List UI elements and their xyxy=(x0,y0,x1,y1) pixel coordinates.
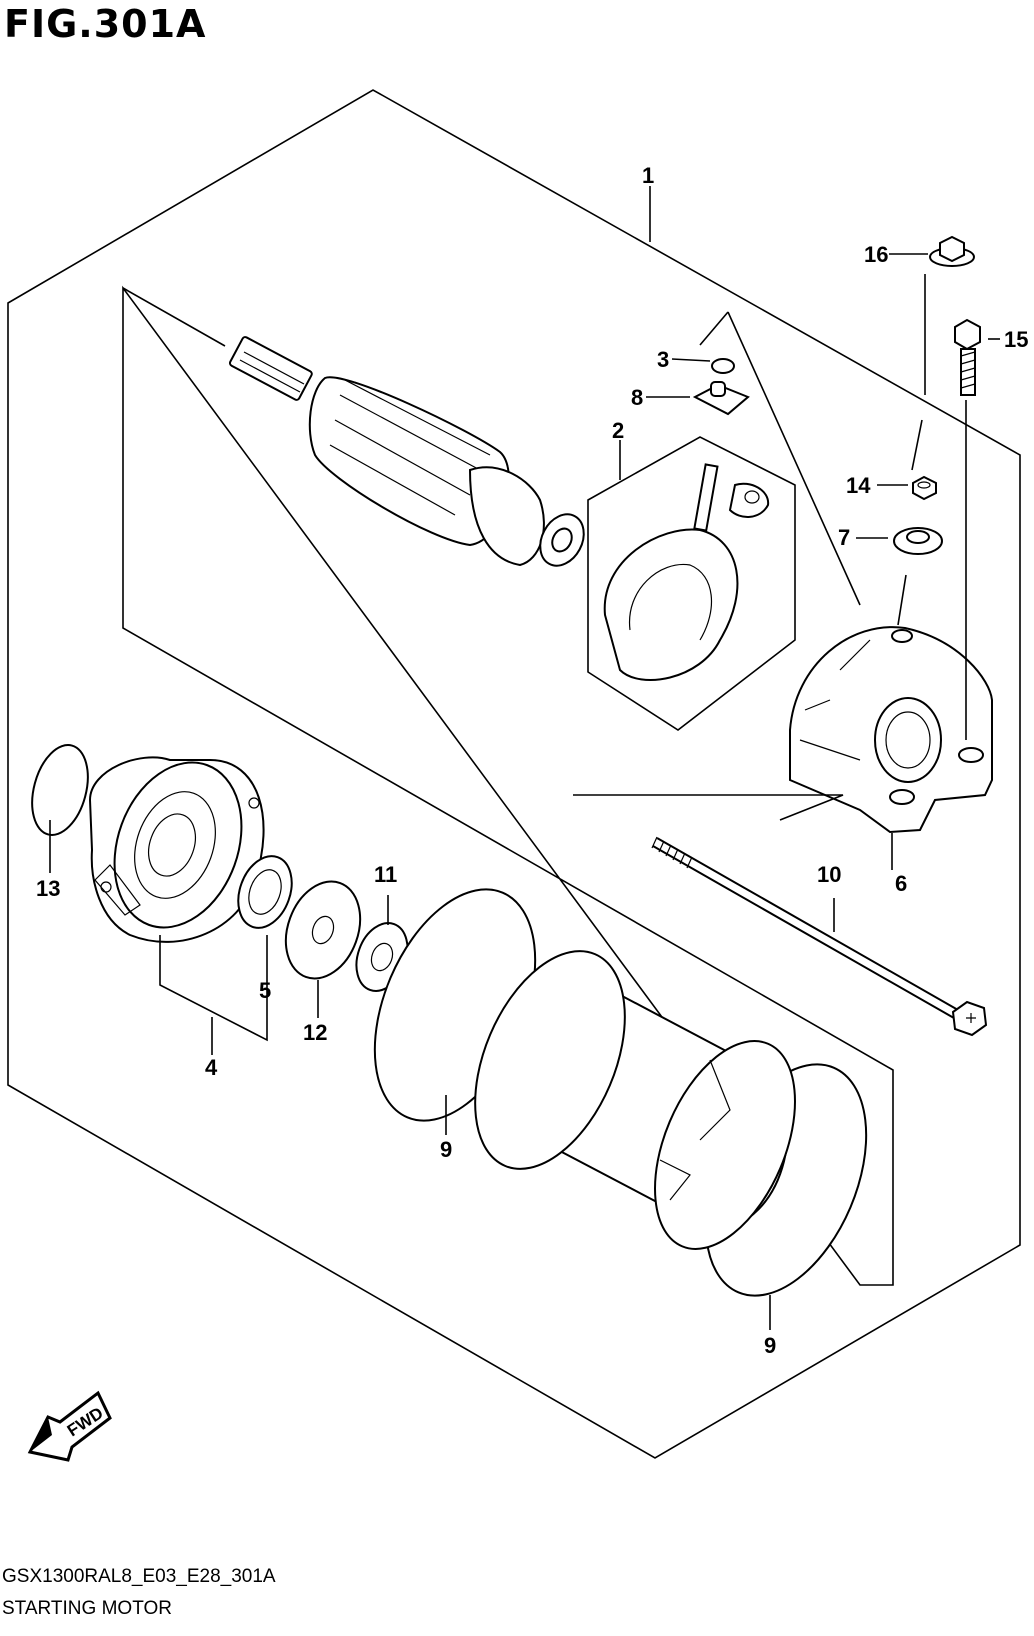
callout-12: 12 xyxy=(303,1020,327,1045)
bolt-15 xyxy=(954,318,981,396)
callout-13: 13 xyxy=(36,876,60,901)
callout-9-front: 9 xyxy=(440,1137,452,1162)
brush-holder-box xyxy=(587,436,796,731)
nut-14 xyxy=(912,475,937,501)
flange-nut-16 xyxy=(929,235,975,267)
callout-16: 16 xyxy=(864,242,888,267)
callout-15: 15 xyxy=(1004,327,1028,352)
through-bolt-10 xyxy=(651,836,988,1037)
motor-yoke xyxy=(474,950,796,1250)
callout-7: 7 xyxy=(838,525,850,550)
assembly-outline xyxy=(7,89,1021,1459)
callout-5: 5 xyxy=(259,978,271,1003)
callout-6: 6 xyxy=(895,871,907,896)
callout-4: 4 xyxy=(205,1055,218,1080)
brush-holder xyxy=(603,463,770,681)
armature xyxy=(228,336,585,567)
plate-8 xyxy=(692,381,750,416)
callout-11: 11 xyxy=(374,862,397,887)
callout-1: 1 xyxy=(642,163,654,188)
end-cover-6 xyxy=(789,626,993,834)
washer-7 xyxy=(893,527,943,555)
figure-caption: STARTING MOTOR xyxy=(2,1598,172,1619)
callout-9-rear: 9 xyxy=(764,1333,776,1358)
washer-12 xyxy=(284,880,362,980)
figure-title: FIG.301A xyxy=(4,2,207,46)
callout-3: 3 xyxy=(657,347,669,372)
sub-assembly-edge xyxy=(122,287,226,347)
oil-seal-5 xyxy=(237,855,293,929)
o-ring-13 xyxy=(31,744,89,836)
callout-2: 2 xyxy=(612,418,624,443)
o-ring-3 xyxy=(711,358,735,374)
front-housing-4 xyxy=(88,756,265,943)
callout-labels: 1 2 3 4 5 6 7 8 9 9 10 11 12 13 14 15 16 xyxy=(36,163,1028,1358)
callout-14: 14 xyxy=(846,473,871,498)
leader-lines xyxy=(49,186,1000,1330)
figure-code: GSX1300RAL8_E03_E28_301A xyxy=(2,1566,276,1587)
fwd-arrow-icon: FWD xyxy=(27,1390,112,1462)
callout-8: 8 xyxy=(631,385,643,410)
callout-10: 10 xyxy=(817,862,841,887)
